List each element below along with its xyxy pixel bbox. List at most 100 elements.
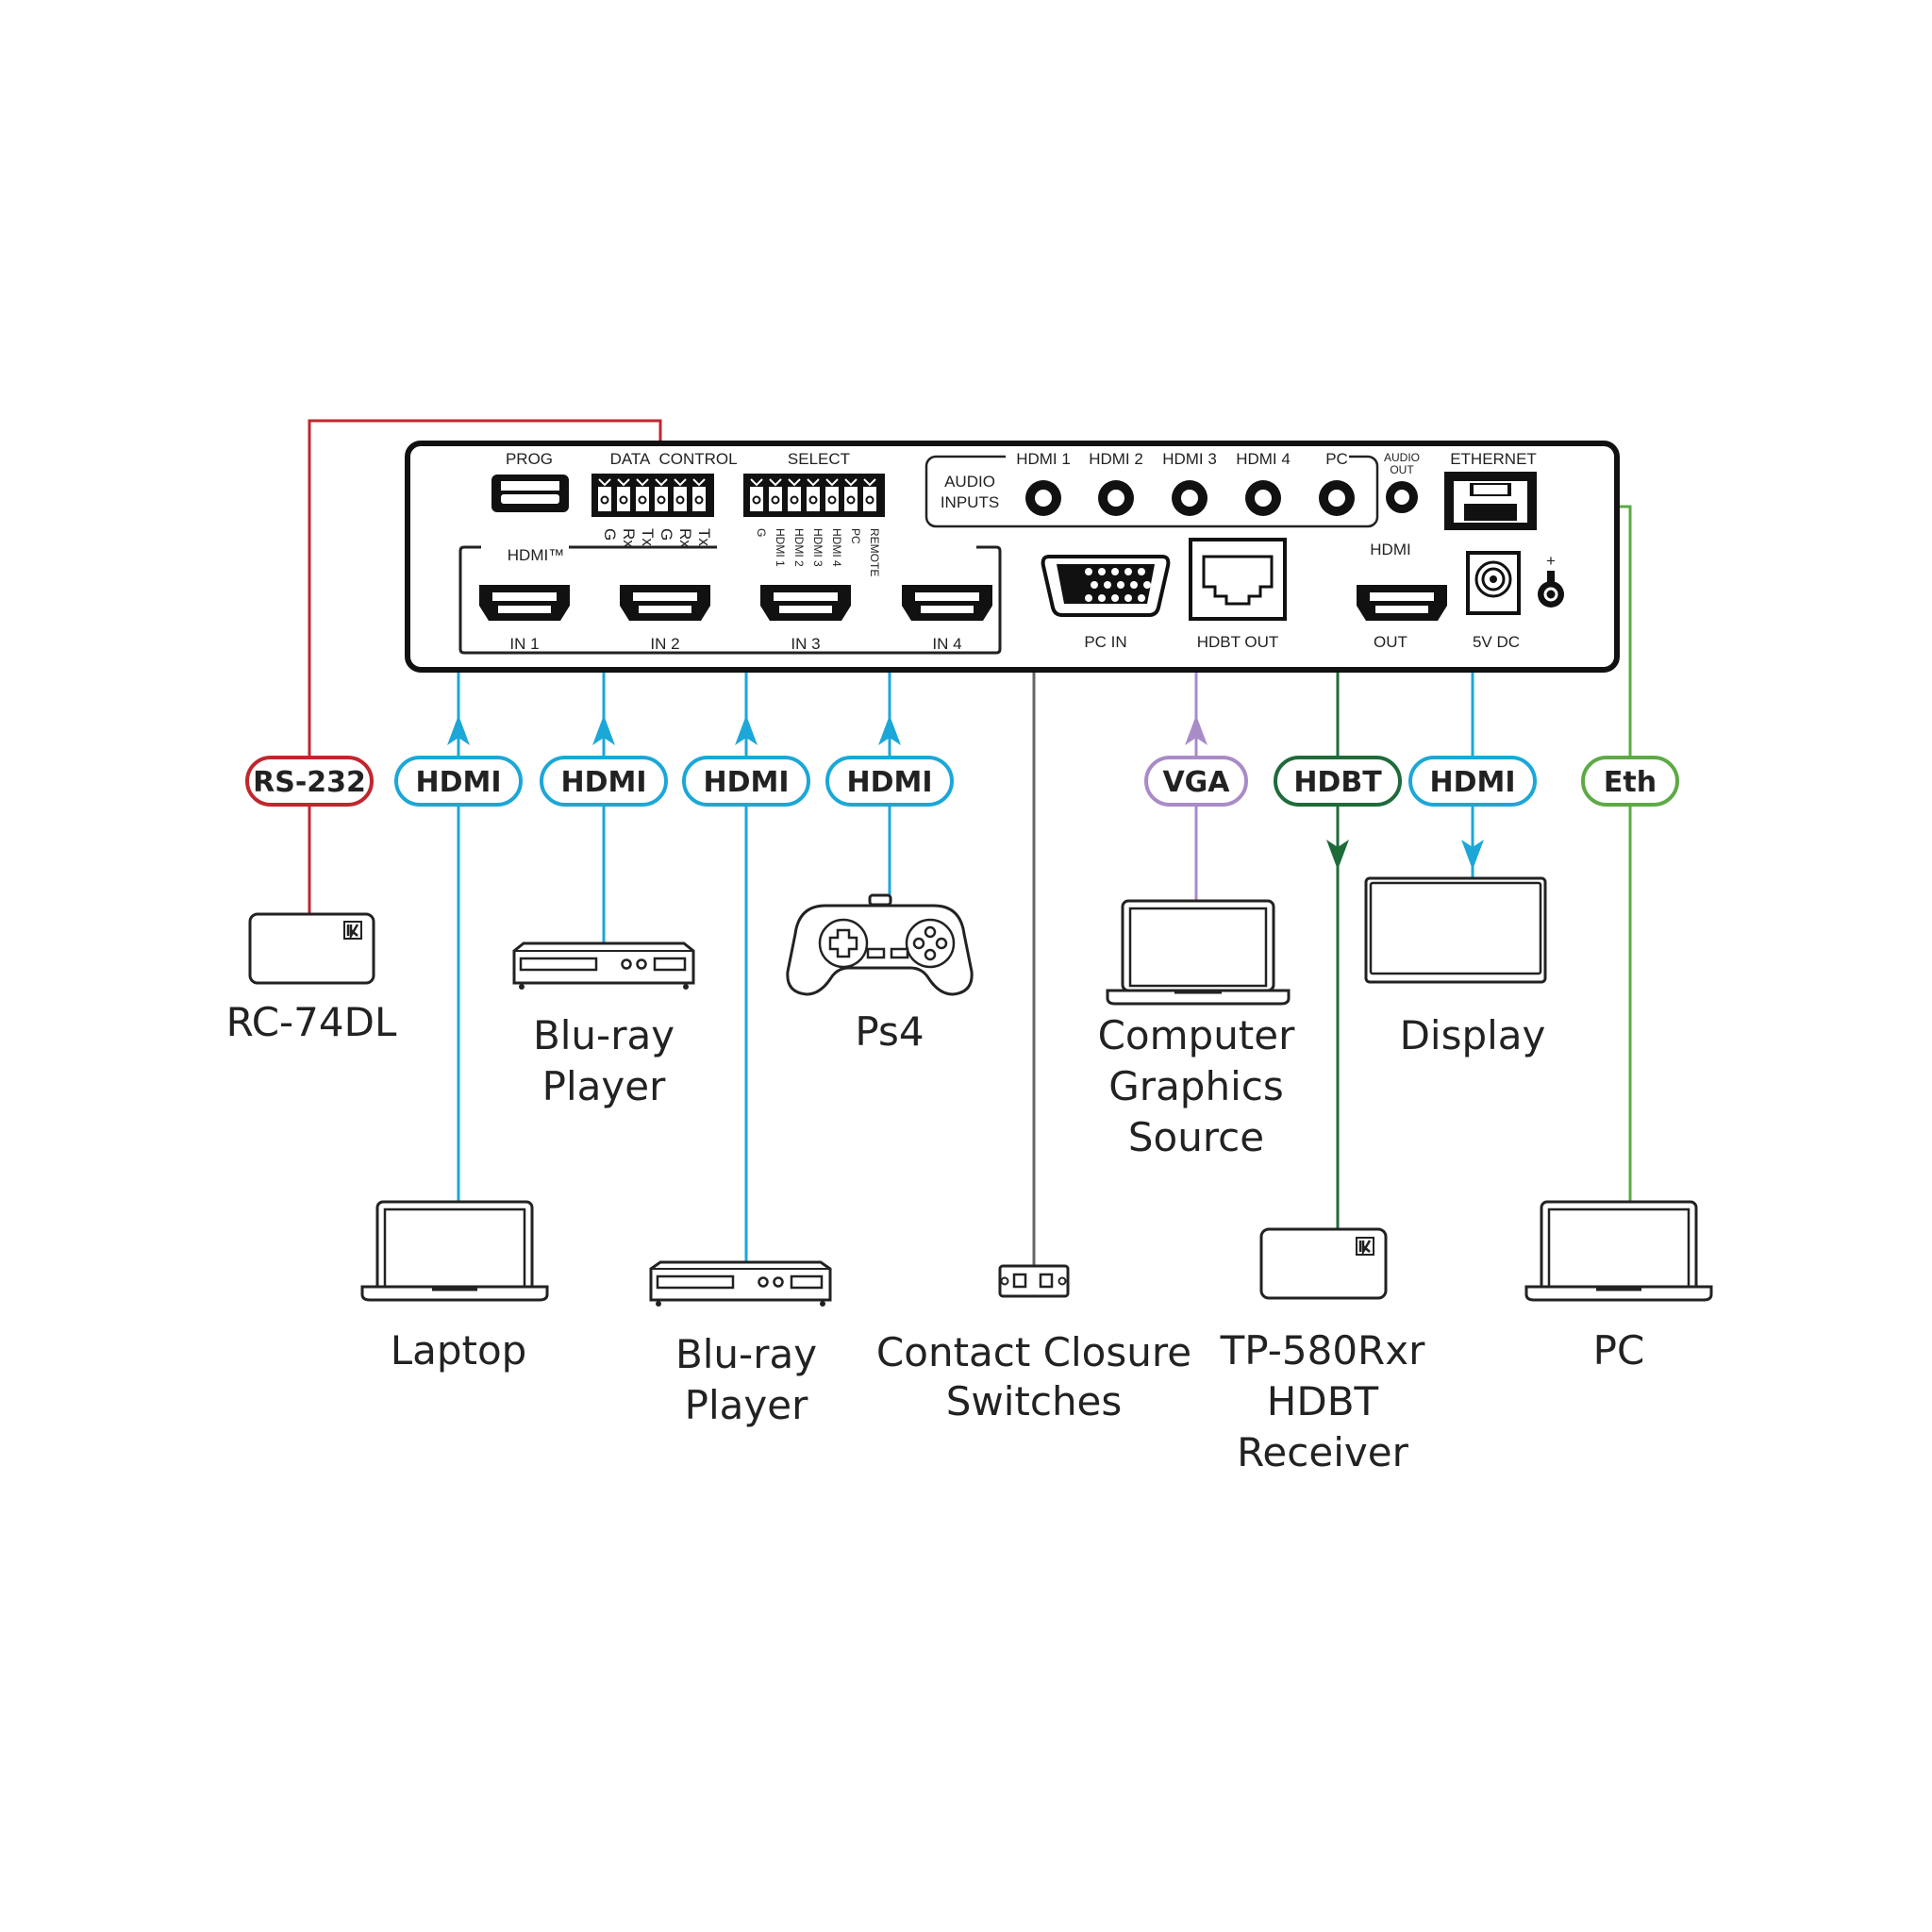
select-label: SELECT <box>788 450 850 468</box>
hdmi-out-label: OUT <box>1374 633 1407 651</box>
pill-label: VGA <box>1162 766 1230 799</box>
laptop-label: Laptop <box>391 1327 527 1374</box>
hdmi-input-label: IN 1 <box>509 635 539 653</box>
pin-label: HDMI 2 <box>792 528 806 567</box>
pc-laptop-icon[interactable] <box>1524 1200 1713 1302</box>
audio-input-jack-icon[interactable] <box>1098 480 1134 516</box>
audio-inputs-label-2: INPUTS <box>941 493 999 511</box>
audio-inputs-label-1: AUDIO <box>944 473 995 491</box>
pill-hdmi2: HDMI <box>540 756 668 807</box>
audio-input-jack-icon[interactable] <box>1245 480 1281 516</box>
hdmi-input-group-frame <box>458 545 1002 655</box>
bluray-player-icon[interactable] <box>512 941 695 990</box>
hdmi-out-title: HDMI <box>1370 541 1410 558</box>
pill-label: HDBT <box>1293 766 1382 799</box>
hdmi-input-label: IN 4 <box>932 635 961 653</box>
hdmi-input-port-icon[interactable] <box>760 585 851 621</box>
hdbt-receiver-icon[interactable] <box>1259 1227 1388 1300</box>
audio-out-label-1: AUDIO <box>1384 451 1420 464</box>
hdmi-group-label: HDMI™ <box>508 546 564 564</box>
hdmi-in1-cable <box>457 597 479 1202</box>
arrow-down-hdmi-out <box>1461 840 1484 870</box>
rs232-terminal-block-icon[interactable] <box>591 474 714 517</box>
plus-label: + <box>1546 552 1556 570</box>
hdmi-out-port-icon[interactable] <box>1357 585 1447 621</box>
hdmi-output-connector[interactable] <box>1357 585 1447 621</box>
pill-eth: Eth <box>1581 756 1679 807</box>
pin-label: HDMI 1 <box>774 528 787 567</box>
audio-input-label: HDMI 3 <box>1162 450 1217 468</box>
audio-input-jack-icon[interactable] <box>1172 480 1208 516</box>
hdmi-input-port-icon[interactable] <box>902 585 992 621</box>
hdmi-input-label: IN 3 <box>791 635 820 653</box>
control-label: CONTROL <box>658 450 737 468</box>
rc74dl-keypad-icon[interactable] <box>248 912 375 985</box>
hdbt-out-label: HDBT OUT <box>1197 633 1279 651</box>
hdmi-input-port-icon[interactable] <box>620 585 710 621</box>
pill-label: HDMI <box>703 766 789 799</box>
select-terminal-block-icon[interactable] <box>743 474 885 517</box>
ethernet-port-icon[interactable] <box>1444 472 1537 530</box>
pin-label: Rx <box>620 528 638 548</box>
panel-chassis <box>405 441 1620 673</box>
pin-label: Tx <box>695 528 713 546</box>
cable-type-labels: RS-232 HDMI HDMI HDMI HDMI VGA HDBT HDMI Eth <box>245 756 1679 807</box>
computer-laptop-icon[interactable] <box>1106 899 1291 1006</box>
audio-input-jack-icon[interactable] <box>1319 480 1355 516</box>
hdmi-input-port-icon[interactable] <box>479 585 570 621</box>
pc-in-label: PC IN <box>1084 633 1126 651</box>
data-label: DATA <box>610 450 651 468</box>
hdbt-cable <box>1319 577 1340 1243</box>
power-jack-icon[interactable] <box>1466 551 1521 615</box>
laptop-icon[interactable] <box>360 1200 549 1302</box>
arrow-up-in4 <box>878 715 901 745</box>
pill-hdmi1: HDMI <box>394 756 523 807</box>
pill-label: HDMI <box>846 766 932 799</box>
pill-hdmi4: HDMI <box>825 756 954 807</box>
arrow-down-hdbt <box>1326 840 1349 870</box>
arrow-up-in3 <box>735 715 758 745</box>
select-pin-labels: G HDMI 1 HDMI 2 HDMI 3 HDMI 4 PC REMOTE <box>755 528 881 576</box>
audio-input-label: HDMI 1 <box>1016 450 1071 468</box>
display-label: Display <box>1400 1012 1546 1058</box>
pin-label: G <box>658 528 675 541</box>
pill-hdbt: HDBT <box>1274 756 1402 807</box>
audio-input-label: HDMI 2 <box>1089 450 1143 468</box>
pill-label: Eth <box>1604 766 1657 799</box>
gamepad-icon[interactable] <box>786 893 974 996</box>
rc74dl-label: RC-74DL <box>226 999 397 1045</box>
pill-label: HDMI <box>560 766 646 799</box>
pill-label: HDMI <box>415 766 501 799</box>
pin-label: Rx <box>676 528 694 548</box>
arrow-up-in2 <box>592 715 615 745</box>
pc-label: PC <box>1593 1327 1645 1374</box>
bluray-player-icon[interactable] <box>649 1260 832 1307</box>
vga-port-icon[interactable] <box>1041 555 1171 617</box>
pin-label: G <box>601 528 619 541</box>
rs232-pin-labels: G Rx Tx G Rx Tx <box>601 528 713 548</box>
display-icon[interactable] <box>1364 876 1547 984</box>
power-polarity-icon: + <box>1538 552 1564 608</box>
hdbt-port-icon[interactable] <box>1189 538 1287 621</box>
pin-label: HDMI 4 <box>830 528 843 567</box>
pin-label: REMOTE <box>868 528 881 576</box>
pin-label: HDMI 3 <box>811 528 824 567</box>
pill-label: RS-232 <box>253 766 366 799</box>
pill-vga: VGA <box>1144 756 1248 807</box>
hdmi-in3-cable <box>744 597 760 1269</box>
usb-port-icon[interactable] <box>491 475 569 512</box>
audio-input-jack-icon[interactable] <box>1025 480 1061 516</box>
hdmi-input-label: IN 2 <box>650 635 679 653</box>
prog-label: PROG <box>506 450 553 468</box>
contact-closure-switch-icon[interactable] <box>998 1264 1070 1298</box>
audio-out-jack-icon[interactable] <box>1386 481 1418 513</box>
pill-hdmiout: HDMI <box>1408 756 1537 807</box>
pin-label: PC <box>849 528 862 544</box>
